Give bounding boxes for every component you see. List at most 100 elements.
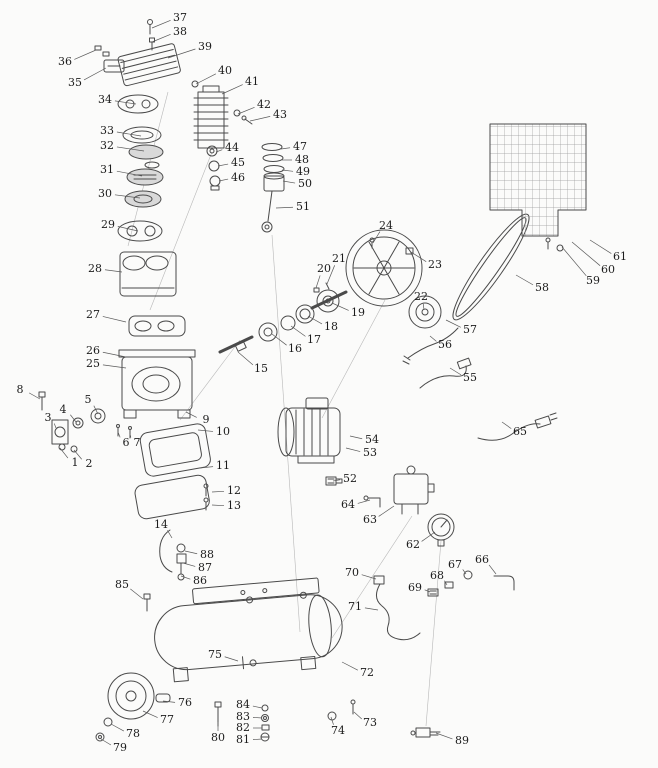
leader-line xyxy=(114,194,141,199)
callout-13: 13 xyxy=(211,499,241,512)
callout-19: 19 xyxy=(331,302,365,319)
leader-line xyxy=(252,717,263,719)
part-number: 38 xyxy=(173,25,187,38)
part-number: 48 xyxy=(295,153,309,166)
callout-26: 26 xyxy=(86,344,127,358)
callout-49: 49 xyxy=(281,165,310,178)
leader-line xyxy=(102,351,127,358)
callout-6: 6 xyxy=(117,431,130,449)
part-number: 32 xyxy=(100,139,114,152)
part-number: 39 xyxy=(198,40,212,53)
part-number: 3 xyxy=(45,411,52,424)
callout-5: 5 xyxy=(85,393,99,415)
callout-82: 82 xyxy=(236,721,262,734)
part-number: 40 xyxy=(218,64,232,77)
leader-line xyxy=(281,169,294,172)
part-number: 77 xyxy=(160,713,174,726)
callout-23: 23 xyxy=(410,251,442,271)
part-number: 65 xyxy=(513,425,527,438)
leader-line xyxy=(357,499,371,504)
part-number: 75 xyxy=(208,648,222,661)
callout-11: 11 xyxy=(199,459,230,472)
leader-line xyxy=(501,421,512,429)
leader-line xyxy=(280,147,291,150)
part-number: 59 xyxy=(586,274,600,287)
part-number: 10 xyxy=(216,425,230,438)
callout-41: 41 xyxy=(221,75,259,95)
leader-line xyxy=(211,504,225,507)
part-number: 11 xyxy=(216,459,230,472)
leader-line xyxy=(218,178,229,182)
callout-2: 2 xyxy=(73,449,93,470)
callout-87: 87 xyxy=(182,561,212,574)
leader-line xyxy=(249,116,271,122)
cylinder-finned xyxy=(191,80,253,149)
pressure-gauge xyxy=(427,513,455,547)
callout-76: 76 xyxy=(162,696,192,709)
leader-line xyxy=(102,316,127,323)
leader-line xyxy=(237,106,255,115)
leader-line xyxy=(571,241,601,266)
part-number: 80 xyxy=(211,731,225,744)
leader-line xyxy=(326,265,335,285)
leader-line xyxy=(429,335,437,342)
part-number: 54 xyxy=(365,433,379,446)
part-number: 60 xyxy=(601,263,615,276)
part-number: 70 xyxy=(345,566,359,579)
leader-line xyxy=(435,732,453,740)
callout-31: 31 xyxy=(100,163,143,177)
callout-86: 86 xyxy=(180,574,207,587)
leader-line xyxy=(364,607,379,611)
part-number: 25 xyxy=(86,357,100,370)
part-number: 23 xyxy=(428,258,442,271)
part-number: 79 xyxy=(113,741,127,754)
callout-69: 69 xyxy=(408,581,431,594)
leader-line xyxy=(307,315,323,325)
part-number: 52 xyxy=(343,472,357,485)
leader-line xyxy=(70,414,77,423)
callout-67: 67 xyxy=(448,558,467,575)
callout-30: 30 xyxy=(98,187,141,200)
air-tank xyxy=(154,577,343,683)
callout-89: 89 xyxy=(435,732,469,747)
leader-line xyxy=(282,180,296,184)
leader-line xyxy=(182,562,196,567)
check-valve xyxy=(325,476,343,486)
part-number: 37 xyxy=(173,11,187,24)
leader-line xyxy=(330,716,334,725)
part-number: 4 xyxy=(60,403,67,416)
callout-50: 50 xyxy=(282,177,312,190)
part-number: 78 xyxy=(126,727,140,740)
leader-line xyxy=(345,447,361,452)
callout-29: 29 xyxy=(101,218,139,232)
leader-line xyxy=(237,351,254,366)
crankcase-cover xyxy=(139,423,211,477)
leader-line xyxy=(378,505,395,517)
part-number: 55 xyxy=(463,371,477,384)
part-number: 62 xyxy=(406,538,420,551)
part-number: 64 xyxy=(341,498,355,511)
assembly-axis-lines xyxy=(127,91,442,727)
part-number: 87 xyxy=(198,561,212,574)
leader-line xyxy=(117,226,139,232)
callout-65: 65 xyxy=(501,421,527,438)
part-number: 83 xyxy=(236,710,250,723)
part-number: 69 xyxy=(408,581,422,594)
part-number: 45 xyxy=(231,156,245,169)
leader-line xyxy=(488,564,497,575)
part-number: 85 xyxy=(115,578,129,591)
discharge-hose xyxy=(376,583,421,641)
part-number: 5 xyxy=(85,393,92,406)
callout-55: 55 xyxy=(449,367,477,384)
callout-59: 59 xyxy=(561,246,600,287)
platform-bolt xyxy=(143,593,151,612)
part-number: 36 xyxy=(58,55,72,68)
callout-85: 85 xyxy=(115,578,144,600)
callout-52: 52 xyxy=(332,472,357,485)
callout-74: 74 xyxy=(330,716,345,737)
drain-valve xyxy=(410,727,441,738)
part-number: 42 xyxy=(257,98,271,111)
leader-line xyxy=(372,231,381,244)
leader-line xyxy=(73,449,82,460)
